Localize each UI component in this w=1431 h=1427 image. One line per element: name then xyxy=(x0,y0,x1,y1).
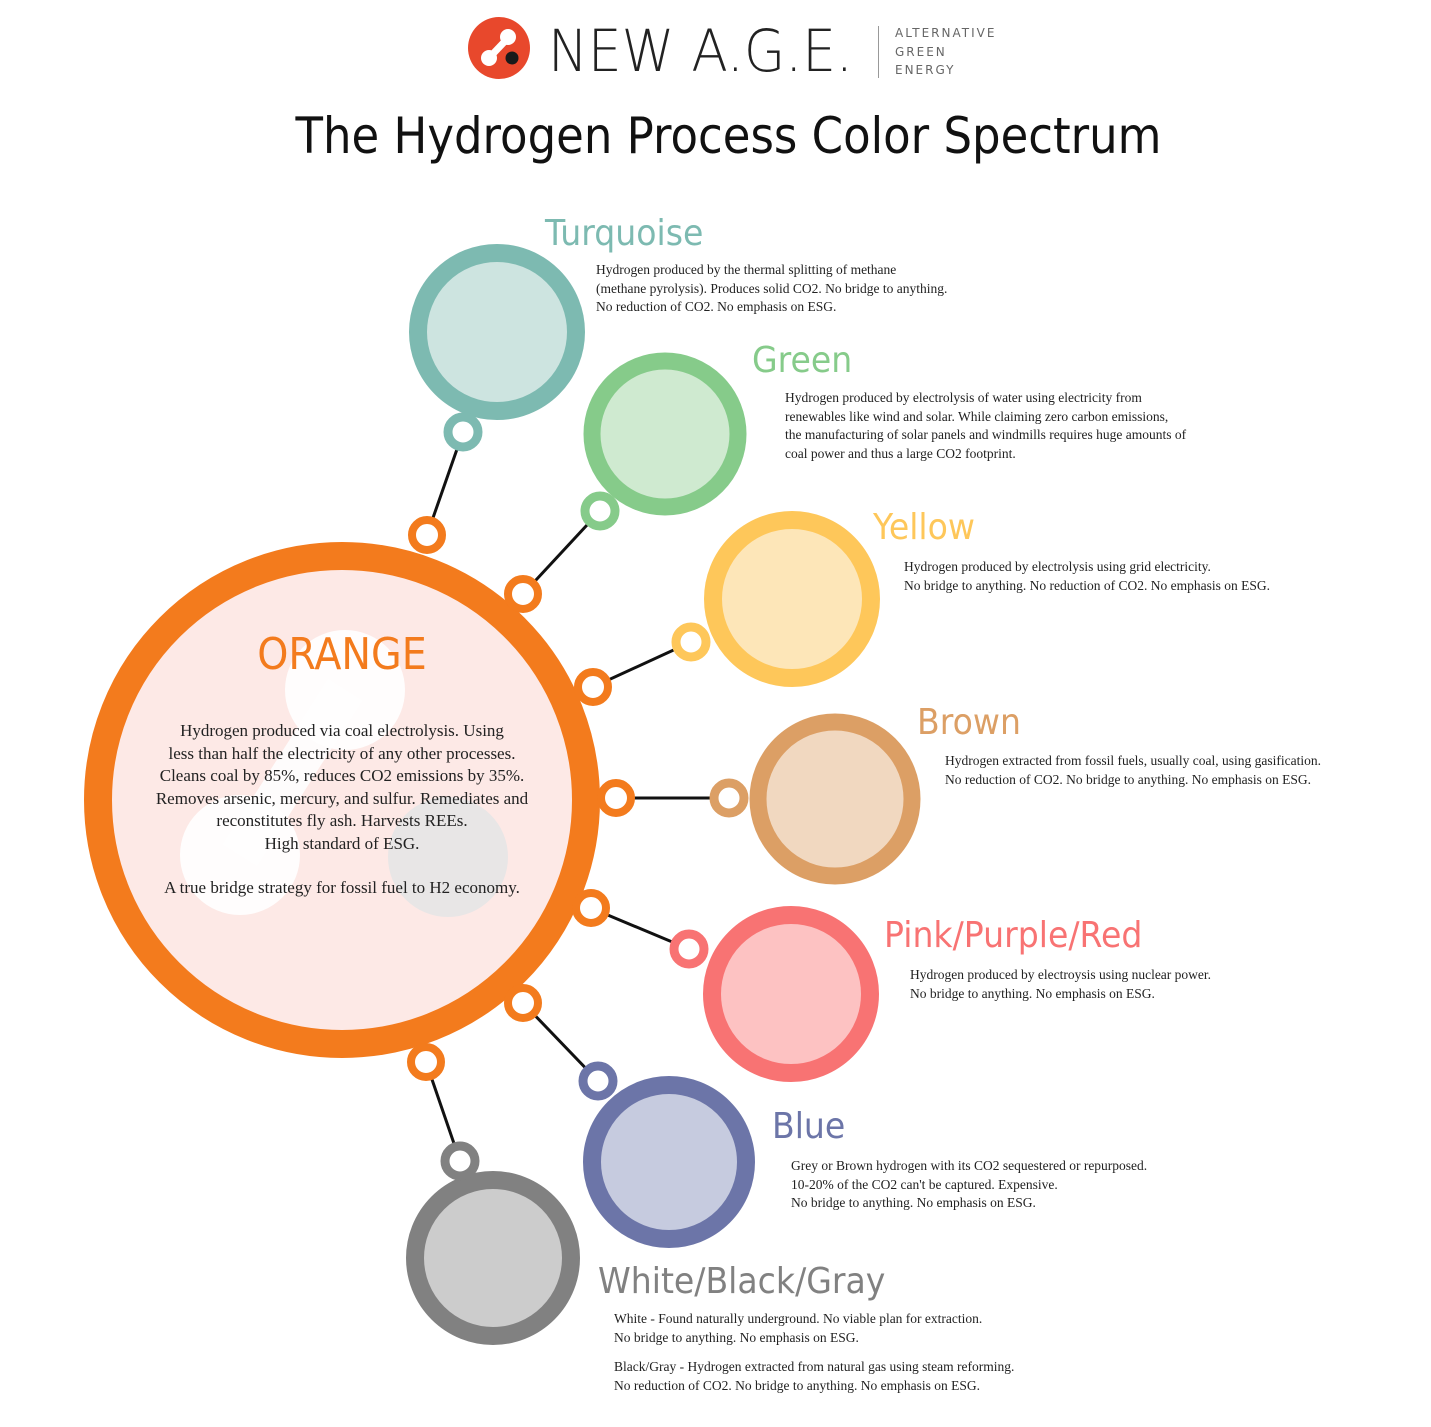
desc-line: Hydrogen extracted from fossil fuels, us… xyxy=(945,753,1322,768)
hub-line: Removes arsenic, mercury, and sulfur. Re… xyxy=(155,788,529,808)
desc-line: Black/Gray - Hydrogen extracted from nat… xyxy=(614,1359,1015,1374)
desc-line: the manufacturing of solar panels and wi… xyxy=(785,427,1187,442)
tagline-line: ALTERNATIVE xyxy=(895,26,997,40)
hub-tagline: A true bridge strategy for fossil fuel t… xyxy=(164,878,520,897)
category-desc-brown: Hydrogen extracted from fossil fuels, us… xyxy=(945,752,1321,789)
hub-line: High standard of ESG. xyxy=(264,833,420,853)
brown-circle xyxy=(709,713,921,885)
category-title-blue: Blue xyxy=(772,1106,846,1147)
desc-line: No bridge to anything. No emphasis on ES… xyxy=(791,1195,1036,1210)
orange-hub-circle xyxy=(84,542,600,1058)
brand-name: NEW A.G.E. xyxy=(548,17,853,85)
desc-line: Hydrogen produced by electroysis using n… xyxy=(910,967,1212,982)
desc-line: No bridge to anything. No reduction of C… xyxy=(904,577,1270,593)
hub-title: ORANGE xyxy=(257,629,427,680)
page-title: The Hydrogen Process Color Spectrum xyxy=(295,107,1162,165)
tagline-line: ENERGY xyxy=(895,63,956,77)
white-black-gray-circle xyxy=(406,1141,580,1345)
hub-line: Cleans coal by 85%, reduces CO2 emission… xyxy=(159,766,525,785)
desc-line: renewables like wind and solar. While cl… xyxy=(785,408,1169,424)
desc-line: Hydrogen produced by electrolysis using … xyxy=(904,559,1211,574)
logo-divider xyxy=(878,26,879,78)
desc-line: No reduction of CO2. No bridge to anythi… xyxy=(945,771,1311,787)
desc-line: coal power and thus a large CO2 footprin… xyxy=(785,445,1016,461)
category-title-yellow: Yellow xyxy=(873,507,975,548)
brand-tagline: ALTERNATIVE GREEN ENERGY xyxy=(895,24,996,80)
desc-line: No bridge to anything. No emphasis on ES… xyxy=(910,985,1155,1001)
yellow-circle xyxy=(671,511,880,687)
category-desc-blue: Grey or Brown hydrogen with its CO2 sequ… xyxy=(791,1157,1147,1213)
category-desc-green: Hydrogen produced by electrolysis of wat… xyxy=(785,389,1186,463)
hydrogen-molecule-logo-icon xyxy=(468,17,530,79)
desc-line: Hydrogen produced by electrolysis of wat… xyxy=(785,390,1142,405)
category-desc-yellow: Hydrogen produced by electrolysis using … xyxy=(904,558,1270,595)
category-title-pink-purple-red: Pink/Purple/Red xyxy=(884,915,1143,956)
desc-line: White - Found naturally underground. No … xyxy=(614,1311,983,1326)
turquoise-circle xyxy=(409,244,585,452)
desc-line: Hydrogen produced by the thermal splitti… xyxy=(596,262,897,277)
category-desc-white-black-gray: White - Found naturally underground. No … xyxy=(614,1310,1014,1395)
blue-circle xyxy=(578,1061,755,1248)
desc-line: No bridge to anything. No emphasis on ES… xyxy=(614,1329,859,1345)
hub-connector-rings xyxy=(407,516,635,1081)
hub-description: Hydrogen produced via coal electrolysis.… xyxy=(100,720,584,900)
tagline-line: GREEN xyxy=(895,44,947,59)
desc-line: Grey or Brown hydrogen with its CO2 sequ… xyxy=(791,1158,1148,1173)
desc-line: 10-20% of the CO2 can't be captured. Exp… xyxy=(791,1176,1058,1192)
pink-purple-red-circle xyxy=(669,906,879,1082)
hub-line: Hydrogen produced via coal electrolysis.… xyxy=(180,721,504,740)
desc-line: No reduction of CO2. No emphasis on ESG. xyxy=(596,299,837,314)
category-title-brown: Brown xyxy=(917,702,1021,743)
category-desc-pink-purple-red: Hydrogen produced by electroysis using n… xyxy=(910,966,1211,1003)
desc-line: (methane pyrolysis). Produces solid CO2.… xyxy=(596,280,948,296)
desc-line: No reduction of CO2. No bridge to anythi… xyxy=(614,1377,980,1393)
category-title-turquoise: Turquoise xyxy=(545,213,704,254)
category-title-green: Green xyxy=(752,340,853,381)
category-title-white-black-gray: White/Black/Gray xyxy=(598,1261,886,1302)
category-desc-turquoise: Hydrogen produced by the thermal splitti… xyxy=(596,261,947,317)
green-circle xyxy=(580,352,747,531)
hub-line: less than half the electricity of any ot… xyxy=(168,743,516,763)
hub-line: reconstitutes fly ash. Harvests REEs. xyxy=(216,811,468,830)
